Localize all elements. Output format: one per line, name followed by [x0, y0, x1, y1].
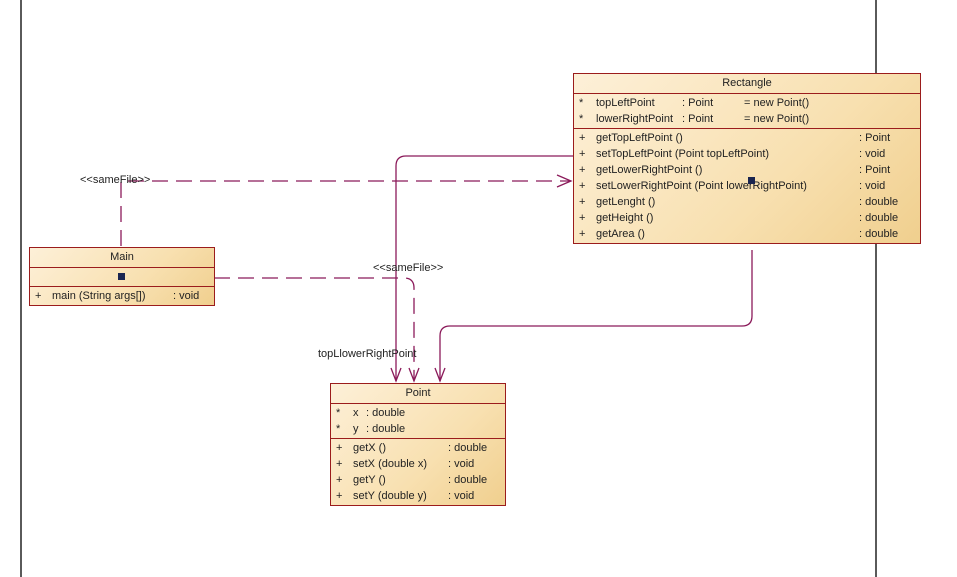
- visibility-marker: +: [579, 132, 586, 144]
- operation-name: setTopLeftPoint (Point topLeftPoint): [596, 148, 770, 160]
- attributes-compartment: * topLeftPoint : Point = new Point() * lowerR…: [574, 94, 920, 128]
- operation-type: : void: [448, 490, 475, 502]
- attribute-default-value: = new Point(): [744, 97, 810, 109]
- operation-name: getX (): [353, 442, 387, 454]
- operation-row[interactable]: + getArea () : double: [574, 226, 920, 242]
- attributes-compartment: [30, 268, 214, 286]
- operation-type: : Point: [859, 132, 891, 144]
- operation-type: : void: [859, 148, 886, 160]
- class-name: Rectangle: [574, 74, 920, 94]
- visibility-marker: +: [579, 228, 586, 240]
- operation-row[interactable]: + setY (double y) : void: [331, 488, 505, 504]
- operation-name: main (String args[]): [52, 290, 146, 302]
- selection-handle[interactable]: [748, 177, 755, 184]
- operation-type: : double: [448, 442, 488, 454]
- operation-row[interactable]: + setTopLeftPoint (Point topLeftPoint) : v…: [574, 146, 920, 162]
- operation-name: getY (): [353, 474, 386, 486]
- operations-compartment: + getTopLeftPoint () : Point + setTopLeftPoi…: [574, 128, 920, 243]
- attribute-row[interactable]: * lowerRightPoint : Point = new Point(): [574, 111, 920, 127]
- operation-row[interactable]: + setX (double x) : void: [331, 456, 505, 472]
- attribute-name: x: [353, 407, 359, 419]
- attribute-name: lowerRightPoint: [596, 113, 674, 125]
- operation-row[interactable]: + setLowerRightPoint (Point lowerRightPoi…: [574, 178, 920, 194]
- attribute-default-value: = new Point(): [744, 113, 810, 125]
- operation-row[interactable]: + main (String args[]) : void: [30, 288, 214, 304]
- operation-type: : double: [859, 196, 899, 208]
- operation-type: : double: [859, 228, 899, 240]
- operation-type: : Point: [859, 164, 891, 176]
- dependency-main-point-arrowhead: [408, 367, 420, 383]
- dependency-main-point-line[interactable]: [214, 277, 415, 380]
- diagram-frame-left-border: [20, 0, 22, 577]
- visibility-marker: +: [579, 164, 586, 176]
- operation-name: getLenght (): [596, 196, 656, 208]
- visibility-marker: *: [336, 407, 341, 419]
- visibility-marker: +: [336, 474, 343, 486]
- operation-name: setX (double x): [353, 458, 427, 470]
- stereotype-label-main-rectangle: <<sameFile>>: [80, 174, 151, 186]
- visibility-marker: *: [336, 423, 341, 435]
- visibility-marker: +: [336, 490, 343, 502]
- attribute-type: : Point: [682, 113, 714, 125]
- class-main[interactable]: Main + main (String args[]) : void: [29, 247, 215, 306]
- attribute-row[interactable]: * x : double: [331, 405, 505, 421]
- visibility-marker: +: [579, 148, 586, 160]
- operation-row[interactable]: + getLowerRightPoint () : Point: [574, 162, 920, 178]
- operation-row[interactable]: + getX () : double: [331, 440, 505, 456]
- attribute-row[interactable]: * topLeftPoint : Point = new Point(): [574, 95, 920, 111]
- dependency-main-rectangle-arrowhead: [556, 174, 573, 188]
- visibility-marker: +: [579, 196, 586, 208]
- association-lowerrightpoint-arrowhead: [434, 367, 446, 383]
- stereotype-label-main-point: <<sameFile>>: [373, 262, 444, 274]
- class-name: Main: [30, 248, 214, 268]
- attribute-type: : double: [366, 407, 406, 419]
- role-label-rectangle-point: topLlowerRightPoint: [318, 348, 417, 360]
- attribute-name: y: [353, 423, 359, 435]
- attribute-type: : double: [366, 423, 406, 435]
- class-name: Point: [331, 384, 505, 404]
- attribute-type: : Point: [682, 97, 714, 109]
- operation-name: getArea (): [596, 228, 645, 240]
- operations-compartment: + main (String args[]) : void: [30, 286, 214, 305]
- operation-type: : double: [859, 212, 899, 224]
- association-topleftpoint-line[interactable]: [395, 155, 573, 381]
- class-point[interactable]: Point * x : double * y : double + getX () : dou…: [330, 383, 506, 506]
- operation-name: getLowerRightPoint (): [596, 164, 703, 176]
- operation-row[interactable]: + getHeight () : double: [574, 210, 920, 226]
- operation-type: : void: [448, 458, 475, 470]
- visibility-marker: +: [579, 180, 586, 192]
- operation-type: : void: [859, 180, 886, 192]
- visibility-marker: +: [35, 290, 42, 302]
- selection-handle[interactable]: [118, 273, 125, 280]
- operation-name: setY (double y): [353, 490, 427, 502]
- operation-row[interactable]: + getY () : double: [331, 472, 505, 488]
- visibility-marker: +: [336, 458, 343, 470]
- operation-row[interactable]: + getLenght () : double: [574, 194, 920, 210]
- association-lowerrightpoint-line[interactable]: [439, 250, 753, 381]
- operation-type: : double: [448, 474, 488, 486]
- visibility-marker: *: [579, 113, 584, 125]
- visibility-marker: *: [579, 97, 584, 109]
- operation-name: getHeight (): [596, 212, 654, 224]
- diagram-frame-right-border: [875, 0, 877, 577]
- operation-row[interactable]: + getTopLeftPoint () : Point: [574, 130, 920, 146]
- operation-name: setLowerRightPoint (Point lowerRightPoin…: [596, 180, 807, 192]
- class-rectangle[interactable]: Rectangle * topLeftPoint : Point = new Poin…: [573, 73, 921, 244]
- operations-compartment: + getX () : double + setX (double x) : void + g…: [331, 438, 505, 505]
- association-topleftpoint-arrowhead: [390, 367, 402, 383]
- operation-name: getTopLeftPoint (): [596, 132, 683, 144]
- visibility-marker: +: [336, 442, 343, 454]
- attributes-compartment: * x : double * y : double: [331, 404, 505, 438]
- dependency-main-rectangle-line[interactable]: [120, 180, 570, 246]
- operation-type: : void: [173, 290, 200, 302]
- visibility-marker: +: [579, 212, 586, 224]
- attribute-row[interactable]: * y : double: [331, 421, 505, 437]
- attribute-name: topLeftPoint: [596, 97, 655, 109]
